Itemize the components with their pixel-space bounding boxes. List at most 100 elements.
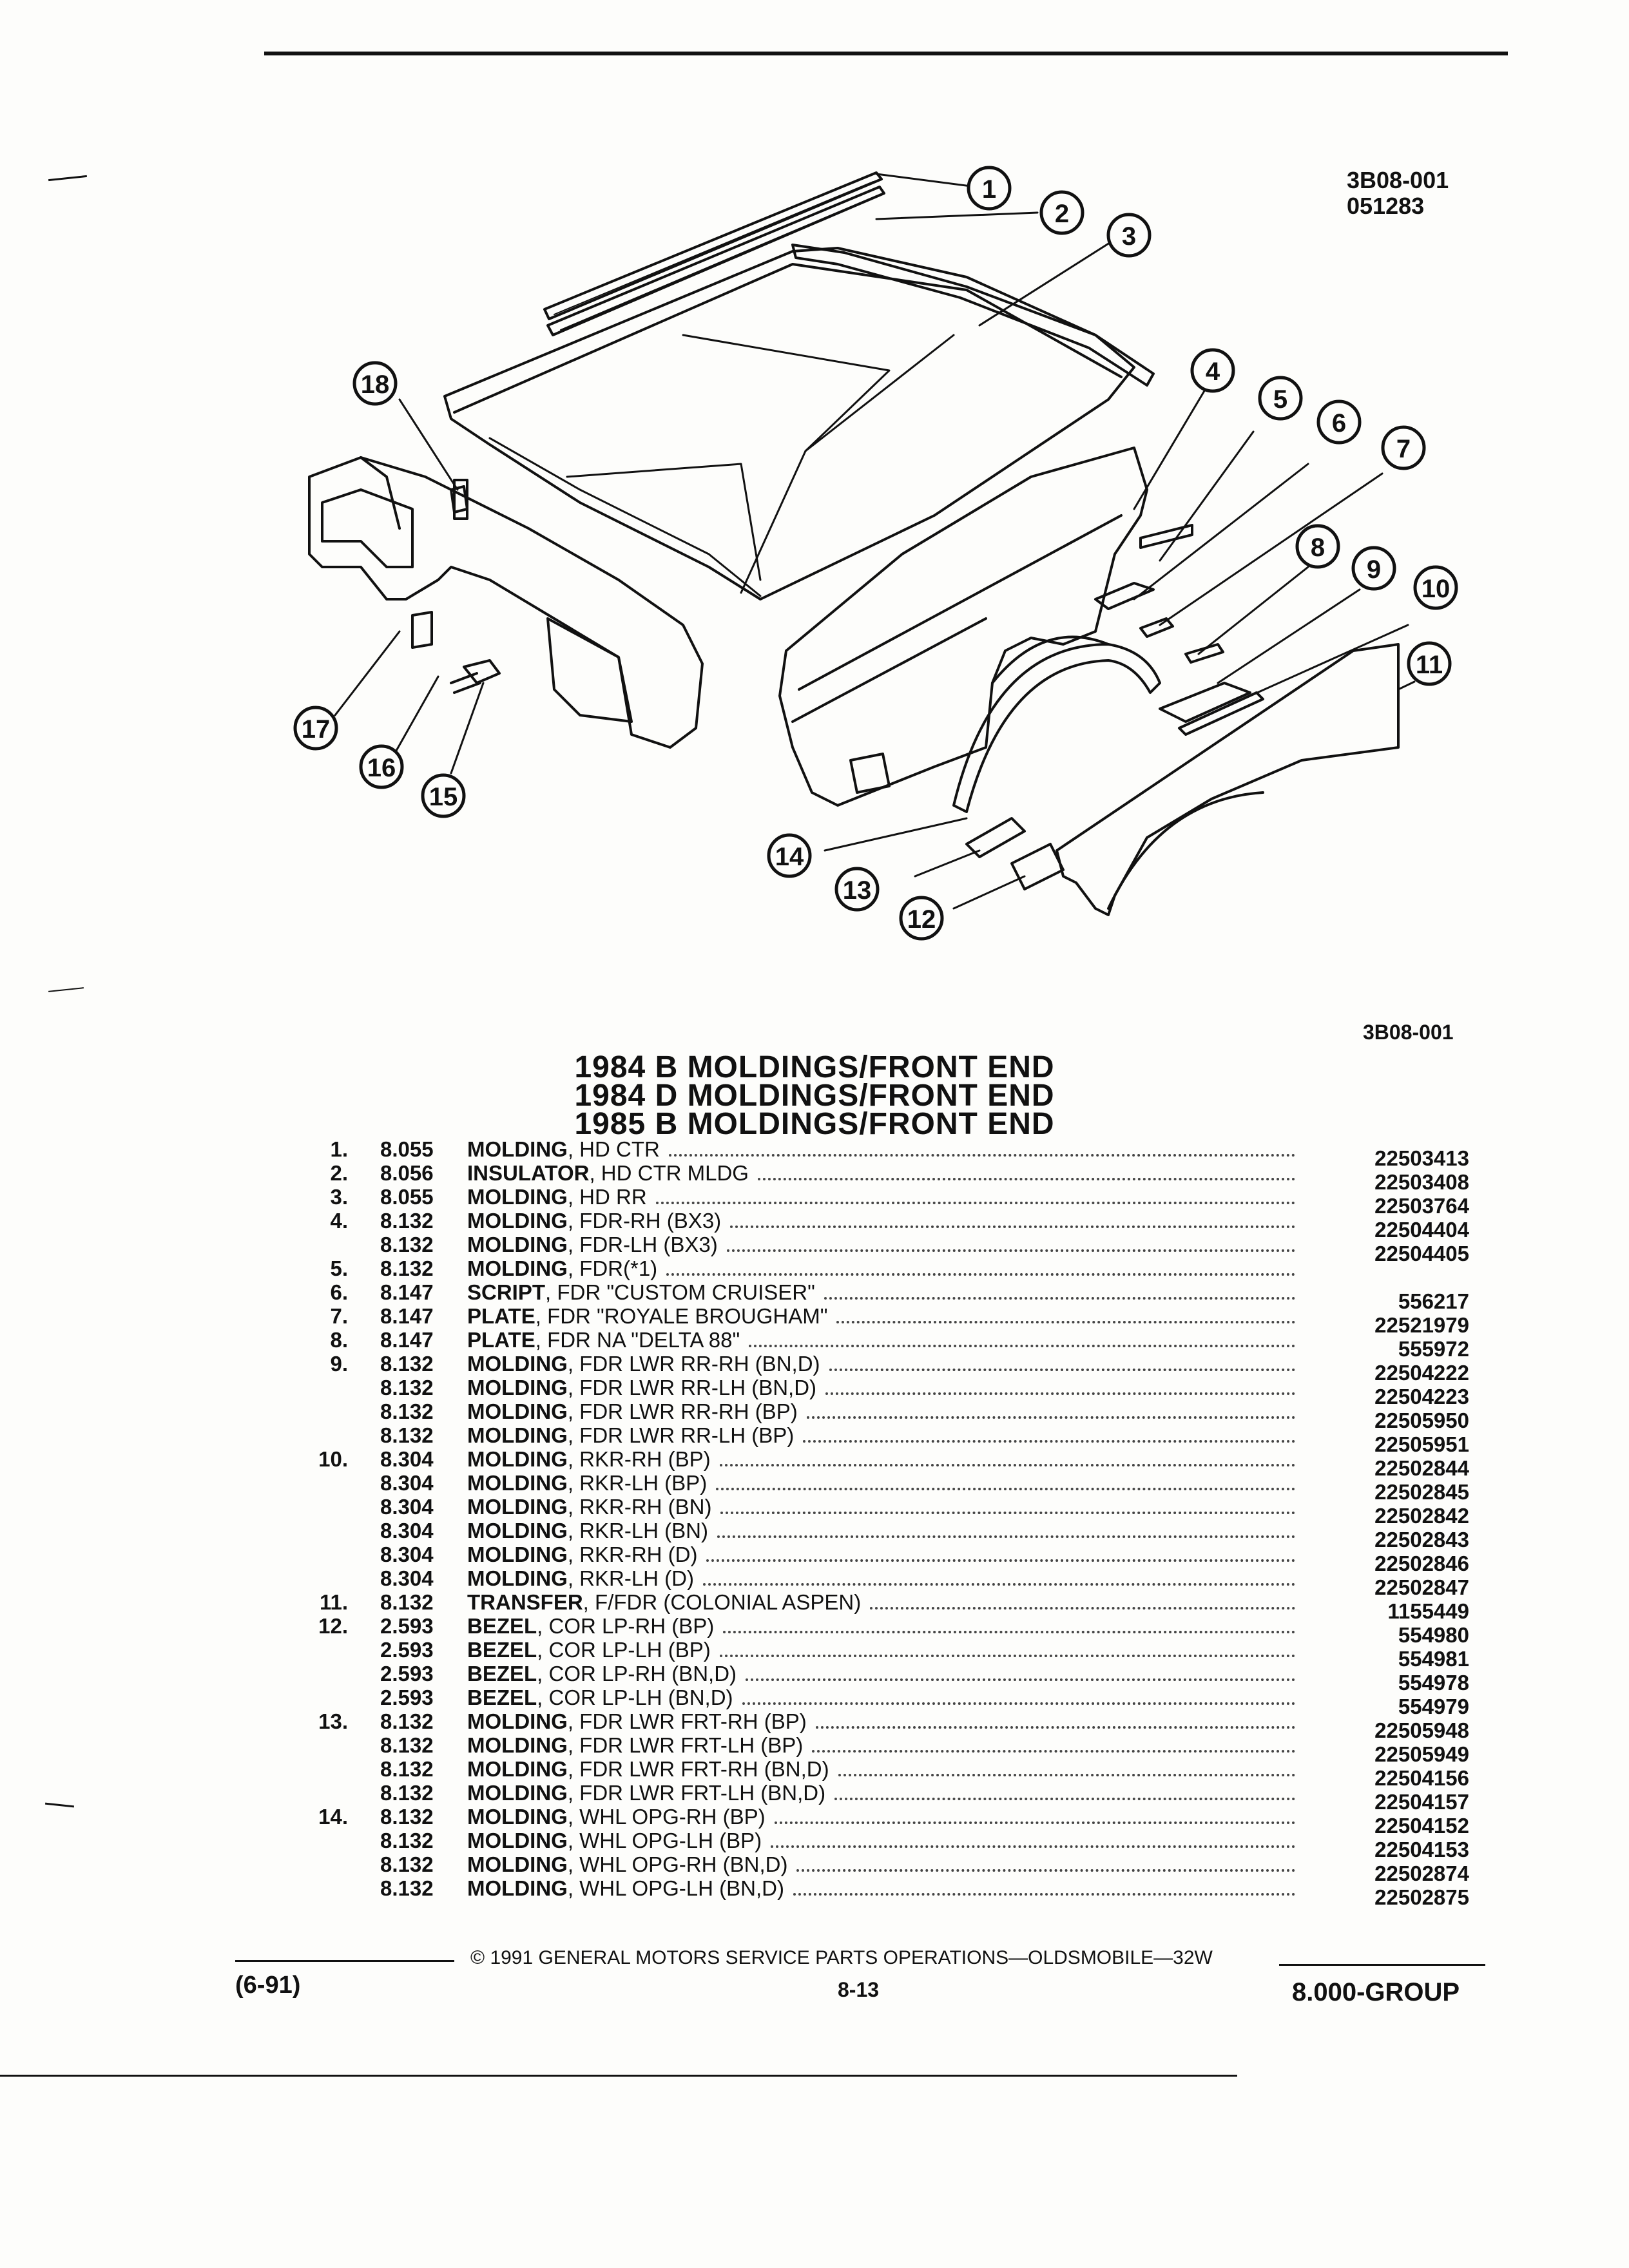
part-number: 22502847 [1374, 1575, 1469, 1599]
part-number: 22504157 [1374, 1790, 1469, 1814]
dot-leader [803, 1427, 1295, 1443]
part-name: MOLDING [467, 1185, 568, 1209]
part-detail: , WHL OPG-RH (BP) [567, 1805, 766, 1829]
hood-panel [443, 247, 1135, 601]
part-detail: , F/FDR (COLONIAL ASPEN) [583, 1590, 862, 1614]
rocker-molding [1178, 691, 1264, 736]
part-index: 1. [330, 1137, 348, 1161]
parts-row: 4. 8.132 MOLDING, FDR-RH (BX3) 22504404 [309, 1209, 1469, 1242]
callout-1: 1 [982, 175, 996, 204]
parts-row: 10. 8.304 MOLDING, RKR-RH (BP) 22502844 [309, 1447, 1469, 1480]
part-name: PLATE [467, 1304, 535, 1328]
callout-14: 14 [775, 843, 804, 871]
part-description: MOLDING, WHL OPG-RH (BN,D) [467, 1852, 787, 1876]
part-number: 22504156 [1374, 1766, 1469, 1790]
group-number: 8.304 [380, 1447, 434, 1471]
part-index: 6. [330, 1280, 348, 1304]
part-description: SCRIPT, FDR "CUSTOM CRUISER" [467, 1280, 815, 1304]
callout-7: 7 [1396, 435, 1411, 463]
dot-leader [723, 1618, 1295, 1633]
group-number: 8.132 [380, 1733, 434, 1757]
hood-center-molding [543, 171, 885, 336]
dot-leader [720, 1451, 1295, 1466]
group-number: 8.132 [380, 1209, 434, 1233]
dot-leader [834, 1785, 1295, 1800]
part-detail: , FDR LWR RR-LH (BN,D) [567, 1376, 817, 1399]
part-detail: , FDR LWR FRT-LH (BN,D) [567, 1781, 826, 1805]
part-number: 22502875 [1374, 1885, 1469, 1909]
part-description: MOLDING, FDR LWR RR-LH (BN,D) [467, 1376, 816, 1399]
part-name: MOLDING [467, 1542, 568, 1566]
parts-row: 8.132 MOLDING, FDR-LH (BX3) 22504405 [309, 1233, 1469, 1265]
parts-row: 8.132 MOLDING, WHL OPG-RH (BN,D) 2250287… [309, 1852, 1469, 1885]
part-number: 22505950 [1374, 1408, 1469, 1432]
part-name: MOLDING [467, 1805, 568, 1829]
dot-leader [669, 1141, 1295, 1157]
group-number: 8.056 [380, 1161, 434, 1185]
group-number: 8.147 [380, 1280, 434, 1304]
callout-13: 13 [843, 876, 872, 905]
part-index: 2. [330, 1161, 348, 1185]
part-number: 22504153 [1374, 1838, 1469, 1861]
part-number: 22505948 [1374, 1718, 1469, 1742]
part-description: MOLDING, RKR-RH (BP) [467, 1447, 711, 1471]
callout-12: 12 [907, 905, 936, 934]
part-index: 14. [318, 1805, 348, 1829]
parts-row: 8.304 MOLDING, RKR-LH (D) 22502847 [309, 1566, 1469, 1599]
dot-leader [793, 1880, 1295, 1896]
group-number: 8.132 [380, 1876, 434, 1900]
hood-clip [450, 485, 468, 514]
fender-transfer [1055, 643, 1400, 916]
dot-leader [825, 1379, 1295, 1395]
part-description: MOLDING, HD RR [467, 1185, 647, 1209]
part-description: MOLDING, FDR LWR RR-RH (BP) [467, 1399, 798, 1423]
group-number: 8.132 [380, 1852, 434, 1876]
parts-row: 2. 8.056 INSULATOR, HD CTR MLDG 22503408 [309, 1161, 1469, 1194]
parts-row: 6. 8.147 SCRIPT, FDR "CUSTOM CRUISER" 55… [309, 1280, 1469, 1313]
part-description: MOLDING, WHL OPG-RH (BP) [467, 1805, 766, 1829]
footer-rule-left [235, 1960, 454, 1962]
group-number: 8.132 [380, 1352, 434, 1376]
parts-row: 8.132 MOLDING, FDR LWR FRT-LH (BP) 22505… [309, 1733, 1469, 1766]
dot-leader [812, 1737, 1295, 1753]
part-name: MOLDING [467, 1352, 568, 1376]
part-detail: , FDR NA "DELTA 88" [535, 1328, 740, 1352]
group-number: 8.132 [380, 1709, 434, 1733]
exploded-parts-diagram: 1 2 3 4 5 6 7 8 9 10 11 12 13 14 15 16 1… [293, 166, 1458, 941]
part-number: 22505949 [1374, 1742, 1469, 1766]
part-detail: , HD CTR MLDG [589, 1161, 749, 1185]
part-description: MOLDING, FDR LWR FRT-RH (BN,D) [467, 1757, 829, 1781]
footer-copyright: © 1991 GENERAL MOTORS SERVICE PARTS OPER… [470, 1947, 1213, 1968]
parts-row: 11. 8.132 TRANSFER, F/FDR (COLONIAL ASPE… [309, 1590, 1469, 1623]
part-detail: , WHL OPG-LH (BP) [567, 1829, 762, 1852]
parts-row: 5. 8.132 MOLDING, FDR(*1) [309, 1256, 1469, 1280]
parts-row: 8.304 MOLDING, RKR-LH (BN) 22502843 [309, 1519, 1469, 1552]
callout-3: 3 [1122, 222, 1136, 251]
parts-row: 7. 8.147 PLATE, FDR "ROYALE BROUGHAM" 22… [309, 1304, 1469, 1337]
part-description: MOLDING, RKR-LH (BP) [467, 1471, 707, 1495]
part-index: 9. [330, 1352, 348, 1376]
bottom-rule [0, 2075, 1237, 2077]
part-name: MOLDING [467, 1209, 568, 1233]
dot-leader [829, 1356, 1295, 1371]
parts-row: 8.304 MOLDING, RKR-LH (BP) 22502845 [309, 1471, 1469, 1504]
dot-leader [666, 1260, 1295, 1276]
corner-lamp-bezel [1010, 843, 1065, 890]
part-description: BEZEL, COR LP-LH (BP) [467, 1638, 711, 1662]
part-number: 22502846 [1374, 1552, 1469, 1575]
group-number: 2.593 [380, 1614, 434, 1638]
part-name: MOLDING [467, 1852, 568, 1876]
part-description: BEZEL, COR LP-RH (BN,D) [467, 1662, 737, 1686]
part-number: 22502845 [1374, 1480, 1469, 1504]
part-detail: , RKR-LH (D) [567, 1566, 694, 1590]
part-name: MOLDING [467, 1423, 568, 1447]
group-number: 8.055 [380, 1185, 434, 1209]
part-detail: , FDR "ROYALE BROUGHAM" [535, 1304, 828, 1328]
part-detail: , RKR-RH (D) [567, 1542, 698, 1566]
part-name: BEZEL [467, 1614, 537, 1638]
part-description: MOLDING, RKR-RH (BN) [467, 1495, 711, 1519]
part-detail: , FDR LWR FRT-RH (BN,D) [567, 1757, 829, 1781]
footer-page: 8-13 [838, 1978, 880, 2001]
part-name: SCRIPT [467, 1280, 546, 1304]
dot-leader [836, 1308, 1295, 1323]
